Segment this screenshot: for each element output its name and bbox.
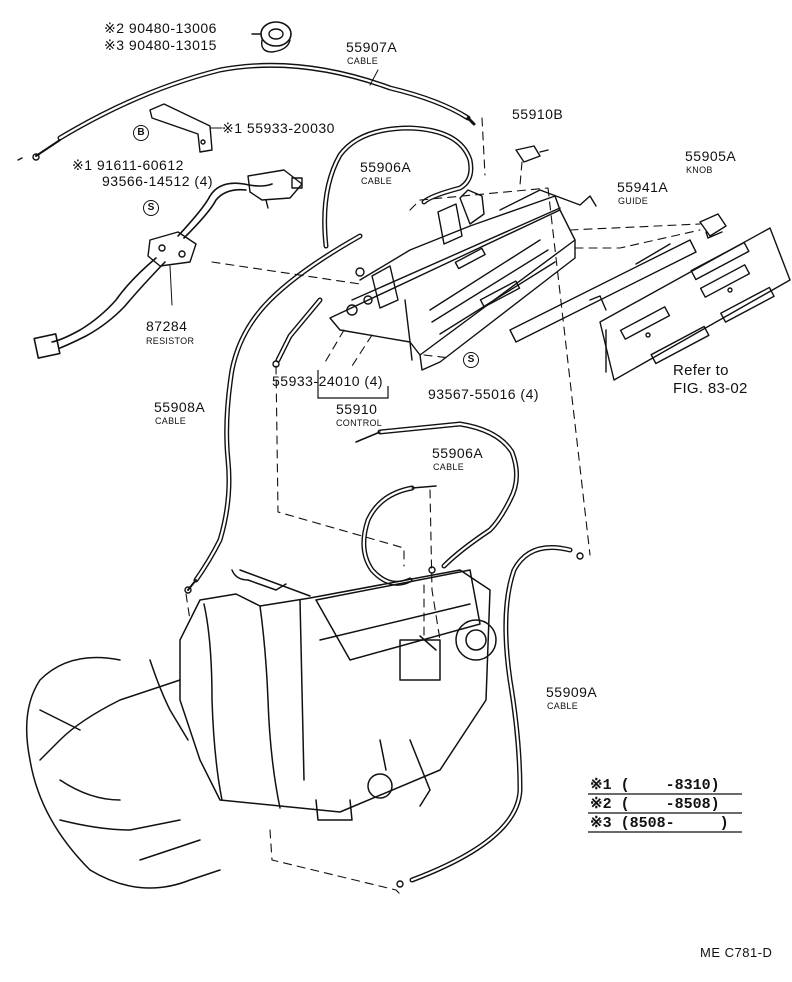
label-55909a-sub: CABLE bbox=[547, 701, 579, 711]
resistor-87284 bbox=[33, 169, 303, 359]
legend-row-2: ※2 ( -8508) bbox=[590, 796, 720, 813]
label-87284-sub: RESISTOR bbox=[146, 336, 195, 346]
dashed-leaders bbox=[185, 117, 701, 895]
label-93566-14512: 93566-14512 (4) bbox=[102, 173, 214, 189]
cable-55906a-upper-line bbox=[322, 125, 474, 249]
knob-55905a bbox=[699, 213, 727, 239]
label-90480-13006: ※2 90480-13006 bbox=[104, 20, 217, 36]
label-55906a-lower-sub: CABLE bbox=[433, 462, 465, 472]
label-55933-24010: 55933-24010 (4) bbox=[272, 373, 384, 389]
label-90480-13015: ※3 90480-13015 bbox=[104, 37, 217, 53]
refer-to-line1: Refer to bbox=[673, 362, 729, 379]
heater-unit bbox=[25, 569, 497, 889]
figure-code: ME C781-D bbox=[700, 945, 773, 960]
label-91611-60612: ※1 91611-60612 bbox=[72, 157, 184, 173]
label-55905a: 55905A bbox=[685, 148, 737, 164]
label-55941a: 55941A bbox=[617, 179, 669, 195]
cable-55908a-line bbox=[184, 233, 363, 594]
label-55909a: 55909A bbox=[546, 684, 598, 700]
cable-55909a-line bbox=[396, 545, 584, 888]
refer-to-line2: FIG. 83-02 bbox=[673, 380, 748, 397]
label-55906a-upper: 55906A bbox=[360, 159, 412, 175]
label-55933-20030: ※1 55933-20030 bbox=[222, 120, 335, 136]
label-55905a-sub: KNOB bbox=[686, 165, 713, 175]
circle-b-marker: B bbox=[133, 125, 149, 141]
label-55907a-sub: CABLE bbox=[347, 56, 379, 66]
label-55910: 55910 bbox=[336, 401, 378, 417]
label-55906a-upper-sub: CABLE bbox=[361, 176, 393, 186]
bracket-55933-20030 bbox=[149, 103, 223, 153]
circle-s-marker-right: S bbox=[463, 352, 479, 368]
legend-row-3: ※3 (8508- ) bbox=[590, 815, 729, 832]
grommet-90480 bbox=[251, 21, 292, 53]
label-55907a: 55907A bbox=[346, 39, 398, 55]
label-87284: 87284 bbox=[146, 318, 188, 334]
cable-55907a-line bbox=[17, 62, 476, 161]
guide-55941a bbox=[509, 239, 697, 343]
label-55908a-sub: CABLE bbox=[155, 416, 187, 426]
panel-83-02 bbox=[599, 227, 791, 381]
control-55910 bbox=[329, 145, 597, 371]
label-55906a-lower: 55906A bbox=[432, 445, 484, 461]
label-55910-sub: CONTROL bbox=[336, 418, 383, 428]
circle-s-marker-left: S bbox=[143, 200, 159, 216]
label-55908a: 55908A bbox=[154, 399, 206, 415]
label-55941a-sub: GUIDE bbox=[618, 196, 649, 206]
label-55910b: 55910B bbox=[512, 106, 564, 122]
legend-row-1: ※1 ( -8310) bbox=[590, 777, 720, 794]
label-93567-55016: 93567-55016 (4) bbox=[428, 386, 540, 402]
